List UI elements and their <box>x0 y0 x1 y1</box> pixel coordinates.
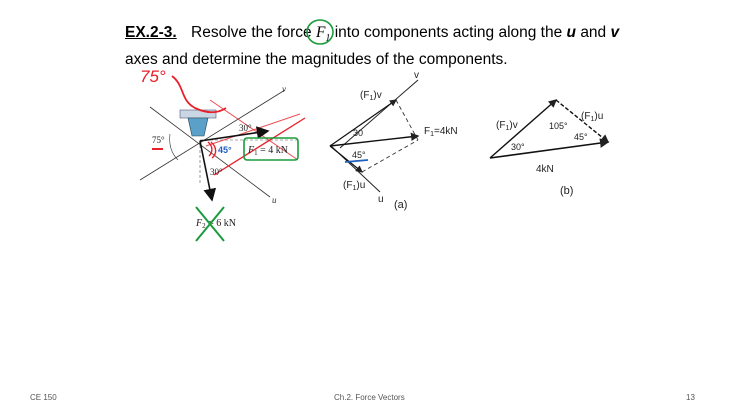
f2-cross-2 <box>195 206 225 242</box>
a-fv-label: (F1)v <box>360 90 382 102</box>
b-triangle-v <box>489 99 558 159</box>
f1-arrow <box>199 126 270 142</box>
blue-45-annotation: 45° <box>218 145 232 155</box>
problem-text-2: into components acting along the <box>334 24 567 41</box>
f1-green-box <box>243 137 299 161</box>
a-f1-arrow <box>329 132 420 147</box>
red-75-annotation: 75° <box>140 67 166 86</box>
main-figure: v u F1 = 4 kN 30° 30° 75° <box>139 67 306 242</box>
support-bracket <box>187 117 209 137</box>
angle-75: 75° <box>152 135 165 145</box>
f1-highlight-circle <box>306 19 334 45</box>
v-axis-line <box>139 89 286 181</box>
force-symbol: F1 <box>315 24 331 45</box>
red-curve-2 <box>207 141 213 157</box>
f2-label: F2 = 6 kN <box>195 218 236 230</box>
red-line-3 <box>213 117 306 176</box>
problem-text-1: Resolve the force <box>191 24 316 41</box>
problem-text-4: axes and determine the magnitudes of the… <box>125 51 508 69</box>
a-dashed-1 <box>395 99 419 141</box>
a-caption: (a) <box>394 199 407 211</box>
v-axis-label: v <box>282 84 286 94</box>
b-angle-105: 105° <box>549 121 568 131</box>
a-angle-30: 30 <box>353 128 363 138</box>
a-v-axis <box>339 79 419 149</box>
axis-u-symbol: u <box>566 24 576 41</box>
f1-label: F1 = 4 kN <box>247 145 288 157</box>
a-fv-arrow <box>329 99 397 147</box>
b-angle-45: 45° <box>574 132 588 142</box>
footer-page-number: 13 <box>686 393 695 402</box>
red-curve-1 <box>171 75 227 114</box>
b-caption: (b) <box>560 185 573 197</box>
angle-75-arc <box>169 133 179 161</box>
angle-30-bottom: 30° <box>210 167 223 177</box>
support-plate <box>179 109 217 119</box>
a-v-label: v <box>414 70 419 81</box>
b-magnitude: 4kN <box>536 164 554 175</box>
axis-v-symbol: v <box>610 24 620 41</box>
b-triangle-u <box>555 99 610 143</box>
a-angle-45: 45° <box>352 150 366 160</box>
a-f1-label: F1=4kN <box>424 126 458 138</box>
u-axis-label: u <box>272 195 277 205</box>
b-fu-label: (F1)u <box>581 111 603 123</box>
red-curve-3 <box>210 141 217 159</box>
figure-b: (F1)v (F1)u 105° 30° 45° 4kN (b) <box>489 99 610 197</box>
footer-chapter: Ch.2. Force Vectors <box>334 393 405 402</box>
a-dashed-2 <box>361 139 419 173</box>
b-angle-30: 30° <box>511 142 525 152</box>
a-fu-arrow <box>329 145 363 173</box>
figure-a: v u (F1)v (F1)u F1=4kN 30 45° (a) <box>329 70 458 211</box>
angle-30-top: 30° <box>239 123 252 133</box>
problem-text-3: and <box>580 24 611 41</box>
example-number: EX.2-3. <box>125 24 177 41</box>
footer-course: CE 150 <box>30 393 57 402</box>
a-u-label: u <box>378 194 384 205</box>
u-axis-line <box>149 106 271 198</box>
f2-arrow <box>199 140 217 202</box>
a-blue-underline <box>344 159 369 163</box>
problem-statement: EX.2-3. Resolve the force F1 into compon… <box>125 22 625 70</box>
b-resultant <box>489 138 610 159</box>
a-fu-label: (F1)u <box>343 180 365 192</box>
b-fv-label: (F1)v <box>496 120 518 132</box>
red-line-2 <box>205 113 301 147</box>
